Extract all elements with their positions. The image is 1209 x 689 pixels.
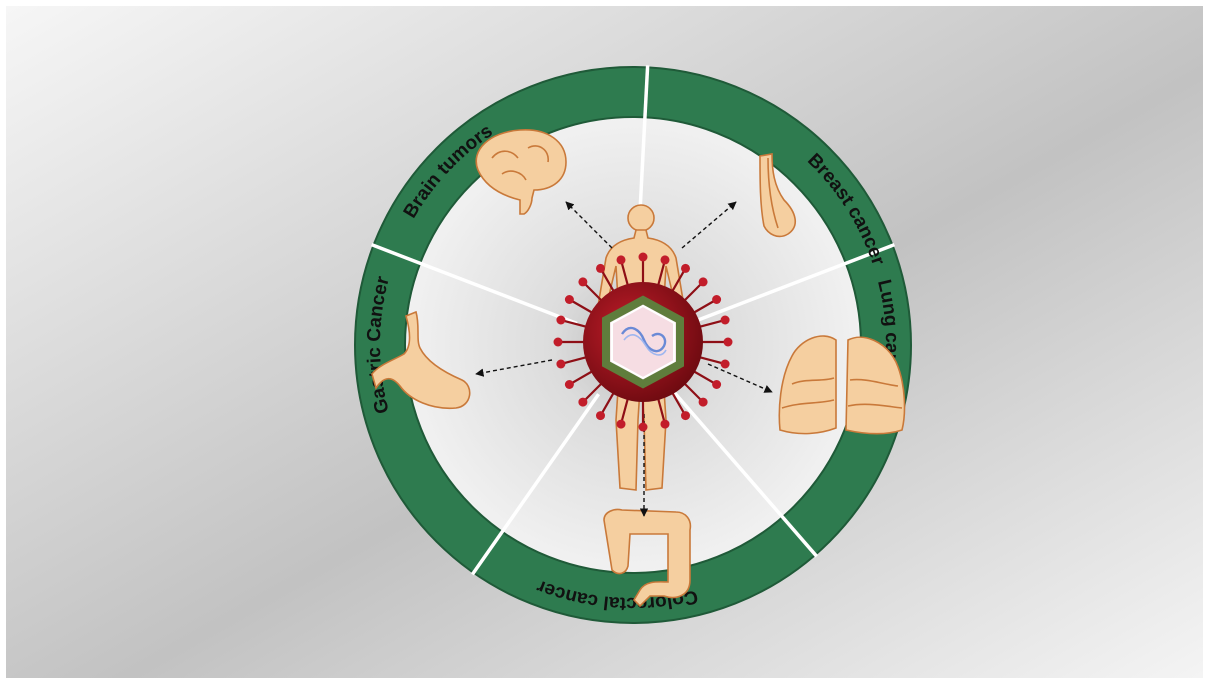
spike-head	[617, 420, 626, 429]
spike-head	[578, 277, 587, 286]
spike-head	[724, 338, 733, 347]
spike-head	[556, 316, 565, 325]
spike-head	[578, 398, 587, 407]
spike-head	[565, 295, 574, 304]
spike-head	[660, 420, 669, 429]
spike-head	[565, 380, 574, 389]
spike-head	[596, 411, 605, 420]
spike-head	[681, 264, 690, 273]
spike-head	[639, 253, 648, 262]
spike-head	[596, 264, 605, 273]
spike-head	[681, 411, 690, 420]
spike-head	[712, 380, 721, 389]
virus-icon	[554, 253, 733, 432]
spike-head	[617, 255, 626, 264]
spike-head	[721, 359, 730, 368]
spike-head	[699, 277, 708, 286]
spike-head	[639, 423, 648, 432]
spike-head	[712, 295, 721, 304]
spike-head	[556, 359, 565, 368]
spike-head	[699, 398, 708, 407]
spike-head	[554, 338, 563, 347]
spike-head	[660, 255, 669, 264]
spike-head	[721, 316, 730, 325]
